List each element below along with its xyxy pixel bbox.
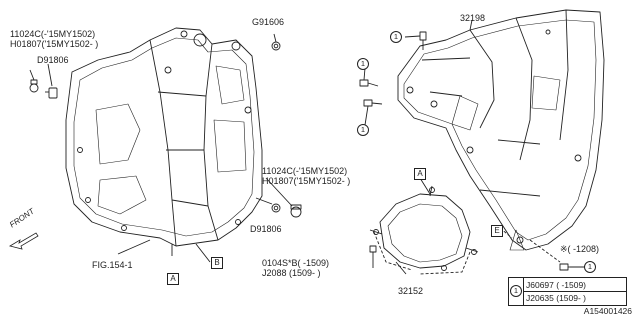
- callout-a-right: A: [414, 168, 426, 180]
- label-32198: 32198: [460, 13, 486, 23]
- plug-lower: [271, 203, 302, 218]
- callout-b: B: [211, 257, 223, 269]
- label-j2088: J2088 (1509- ): [262, 268, 321, 278]
- plug-11024c-upper: [29, 79, 39, 93]
- label-11024c-lower: 11024C(-'15MY1502): [262, 166, 348, 176]
- label-fig-154-1: FIG.154-1: [92, 260, 133, 270]
- bolt-left-1: [359, 79, 379, 87]
- diagram-id: A154001426: [583, 306, 632, 316]
- callout-a-left: A: [167, 273, 179, 285]
- callout-e: E: [491, 225, 503, 237]
- legend-row-j20635: J20635 (1509- ): [526, 293, 587, 303]
- label-32152: 32152: [398, 286, 424, 296]
- bolt-left-2: [363, 99, 383, 107]
- label-h01807-upper: H01807('15MY1502- ): [10, 39, 99, 49]
- legend-row-j60697: J60697 ( -1509): [526, 280, 587, 290]
- transmission-cover: [397, 9, 605, 251]
- callout-circle-1-left-lower: 1: [357, 124, 369, 136]
- callout-circle-1-left-upper: 1: [357, 58, 369, 70]
- label-g91606: G91606: [252, 17, 285, 27]
- label-11024c-upper: 11024C(-'15MY1502): [10, 29, 96, 39]
- label-h01807-lower: H01807('15MY1502- ): [262, 176, 351, 186]
- callout-circle-1-top: 1: [390, 31, 402, 43]
- under-cover-32152: [369, 185, 479, 271]
- front-arrow-icon: [8, 232, 39, 250]
- label-d91806-lower: D91806: [250, 224, 282, 234]
- label-0104s: 0104S*B( -1509): [262, 258, 330, 268]
- callout-circle-1-bottom-right: 1: [584, 261, 596, 273]
- bolt-0104s: [369, 245, 377, 268]
- bolt-upper: [419, 31, 427, 50]
- transmission-case: [65, 27, 263, 247]
- label-d91806-upper: D91806: [37, 55, 69, 65]
- label-1208-note: ※( -1208): [560, 244, 600, 254]
- legend-box: 1 J60697 ( -1509) J20635 (1509- ): [508, 277, 627, 306]
- gasket-g91606: [271, 41, 281, 51]
- legend-symbol: 1: [510, 285, 522, 297]
- plug-d91806-upper: [45, 87, 58, 99]
